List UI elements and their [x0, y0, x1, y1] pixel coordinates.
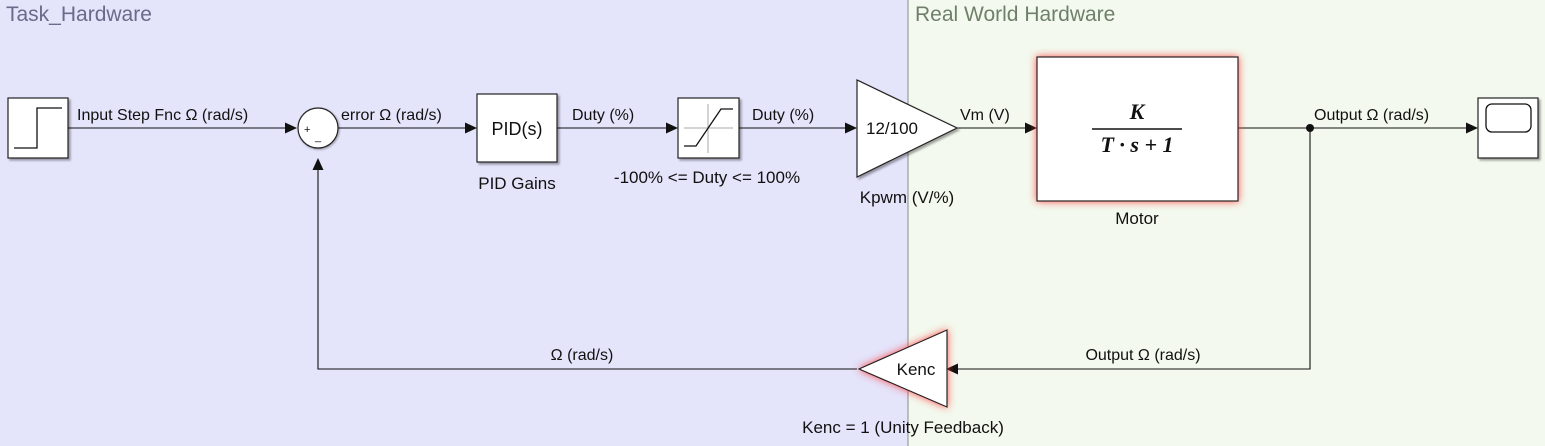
- signal-label-output-feedback: Output Ω (rad/s): [1085, 347, 1200, 364]
- step-block[interactable]: [7, 97, 69, 159]
- signal-label-feedback: Ω (rad/s): [551, 347, 614, 364]
- arrow-into-saturation: [666, 122, 678, 134]
- motor-block[interactable]: K T · s + 1: [1036, 56, 1239, 202]
- pid-block-text: PID(s): [492, 119, 543, 139]
- signal-label-error: error Ω (rad/s): [341, 107, 442, 124]
- motor-block-name: Motor: [1115, 209, 1159, 228]
- kpwm-gain-block[interactable]: 12/100: [856, 79, 959, 178]
- signal-label-output: Output Ω (rad/s): [1314, 107, 1429, 124]
- kenc-gain-block[interactable]: Kenc: [857, 329, 948, 408]
- signal-label-duty-2: Duty (%): [752, 107, 814, 124]
- real-world-hardware-title: Real World Hardware: [915, 3, 1115, 26]
- signal-label-duty-1: Duty (%): [572, 107, 634, 124]
- arrow-into-sum-minus: [312, 158, 324, 170]
- task-hardware-area[interactable]: [0, 0, 908, 446]
- arrow-into-sum: [285, 122, 297, 134]
- scope-block[interactable]: [1477, 97, 1539, 159]
- arrow-into-kpwm: [845, 122, 857, 134]
- kenc-gain-text: Kenc: [897, 360, 936, 379]
- motor-denominator: T · s + 1: [1100, 132, 1173, 157]
- wire-feedback[interactable]: [317, 166, 857, 370]
- kpwm-gain-name: Kpwm (V/%): [860, 188, 954, 207]
- pid-block[interactable]: PID(s): [476, 93, 558, 163]
- saturation-block-name: -100% <= Duty <= 100%: [614, 168, 800, 187]
- arrow-into-kenc: [946, 363, 958, 375]
- arrow-into-motor: [1025, 122, 1037, 134]
- saturation-icon: [684, 108, 733, 147]
- scope-screen-icon: [1485, 103, 1532, 133]
- signal-label-vm: Vm (V): [960, 107, 1010, 124]
- arrow-into-scope: [1466, 122, 1478, 134]
- kenc-gain-name: Kenc = 1 (Unity Feedback): [802, 418, 1004, 437]
- saturation-block[interactable]: [677, 97, 740, 159]
- signal-lines: [68, 122, 1478, 375]
- wire-output-feedback[interactable]: [952, 128, 1311, 370]
- kpwm-gain-text: 12/100: [866, 119, 918, 138]
- pid-block-name: PID Gains: [478, 174, 555, 193]
- arrow-into-pid: [465, 122, 477, 134]
- sum-plus-sign: +: [304, 124, 310, 136]
- motor-numerator: K: [1129, 99, 1146, 124]
- signal-label-input: Input Step Fnc Ω (rad/s): [77, 107, 248, 124]
- step-icon: [14, 107, 62, 149]
- sum-minus-sign: _: [314, 131, 322, 143]
- task-hardware-title: Task_Hardware: [6, 3, 152, 26]
- sum-block[interactable]: + _: [297, 107, 339, 149]
